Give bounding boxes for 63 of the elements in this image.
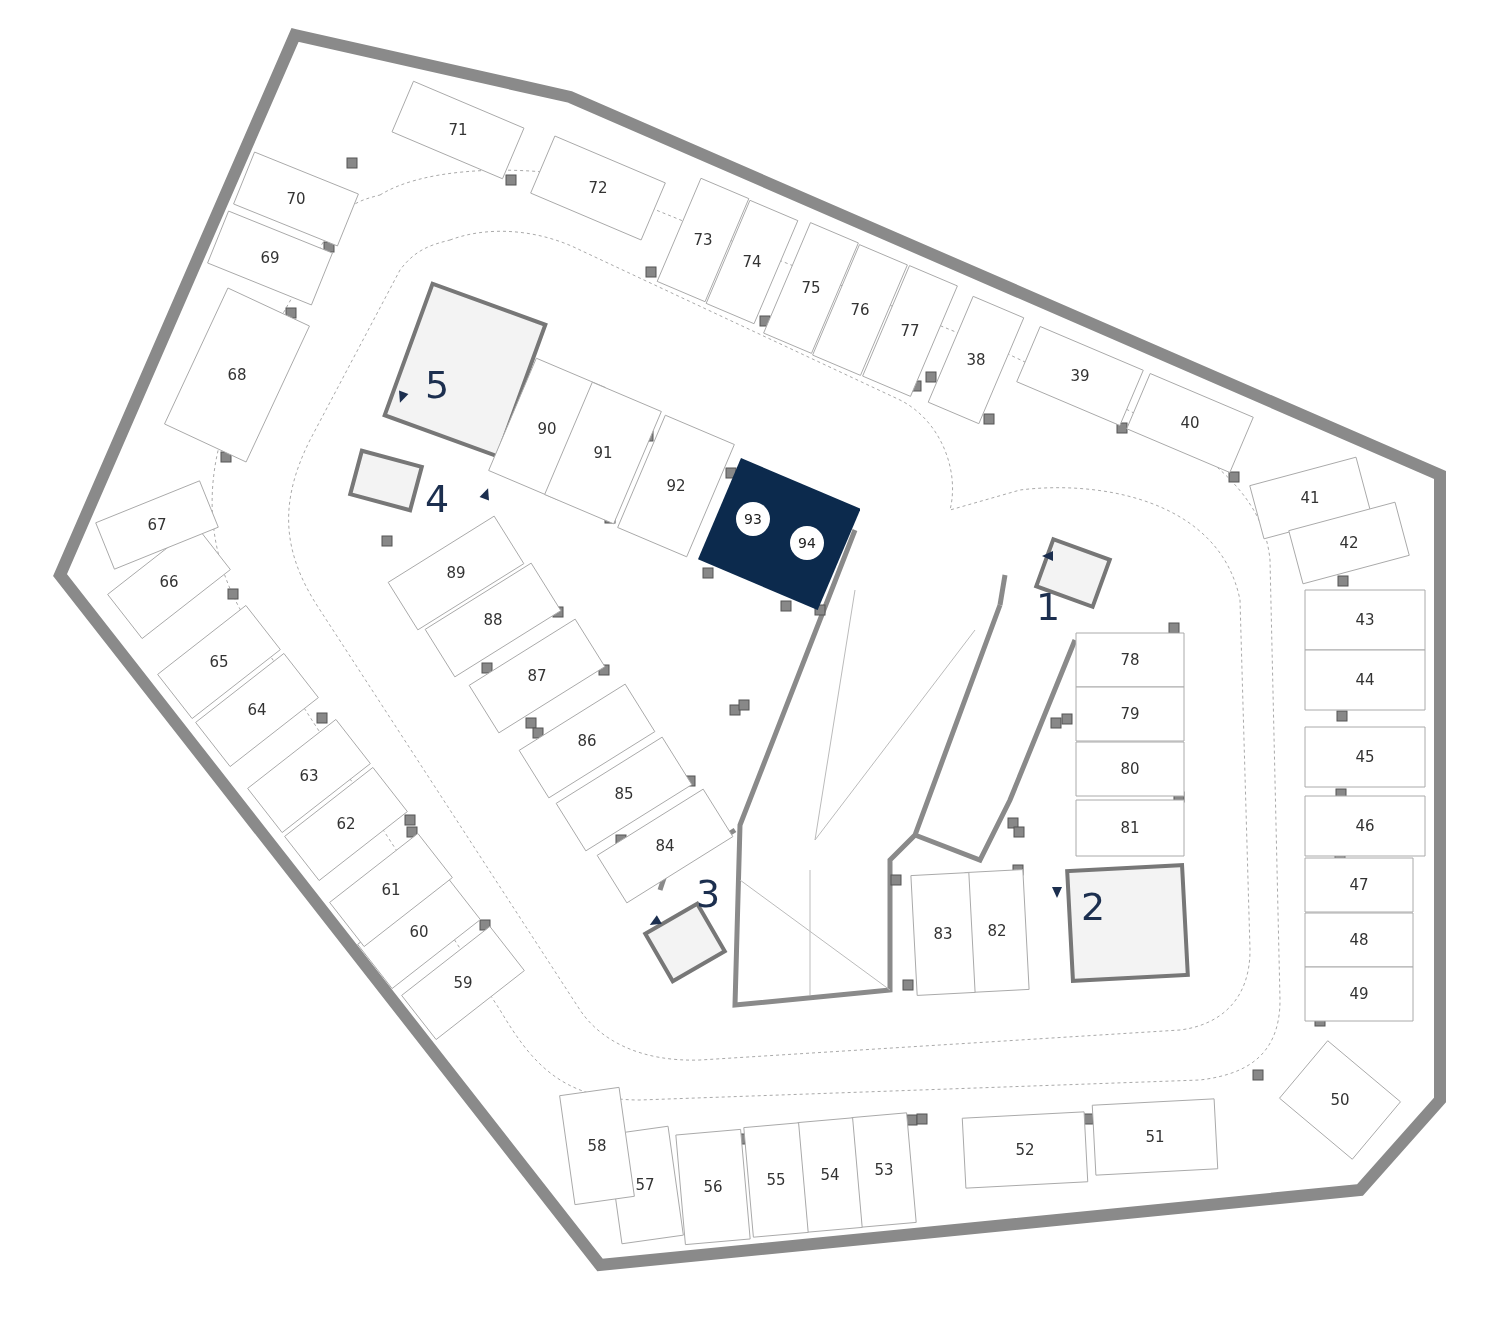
space-number: 89 xyxy=(446,564,466,582)
space-number: 86 xyxy=(577,732,597,750)
stair-core-number: 4 xyxy=(425,480,450,518)
space-number: 92 xyxy=(666,477,686,495)
stair-core-number: 2 xyxy=(1081,888,1106,926)
space-number: 78 xyxy=(1120,651,1140,669)
space-number: 91 xyxy=(593,444,613,462)
space-number: 68 xyxy=(227,366,247,384)
space-number: 79 xyxy=(1120,705,1140,723)
space-number: 65 xyxy=(209,653,229,671)
space-number: 58 xyxy=(587,1137,607,1155)
space-number: 43 xyxy=(1355,611,1375,629)
space-number: 81 xyxy=(1120,819,1140,837)
space-number: 63 xyxy=(299,767,319,785)
stair-core-number: 5 xyxy=(425,366,450,404)
space-number: 39 xyxy=(1070,367,1090,385)
space-number: 48 xyxy=(1349,931,1369,949)
space-number: 71 xyxy=(448,121,468,139)
space-number: 69 xyxy=(260,249,280,267)
space-number: 59 xyxy=(453,974,473,992)
space-number: 60 xyxy=(409,923,429,941)
stair-core-number: 3 xyxy=(696,875,721,913)
space-number: 47 xyxy=(1349,876,1369,894)
space-number: 66 xyxy=(159,573,179,591)
space-number: 83 xyxy=(933,925,953,943)
space-number: 45 xyxy=(1355,748,1375,766)
space-number: 61 xyxy=(381,881,401,899)
space-number: 75 xyxy=(801,279,821,297)
space-number: 42 xyxy=(1339,534,1359,552)
space-number: 62 xyxy=(336,815,356,833)
space-number: 41 xyxy=(1300,489,1320,507)
space-number: 76 xyxy=(850,301,870,319)
space-number: 73 xyxy=(693,231,713,249)
space-number: 50 xyxy=(1330,1091,1350,1109)
space-number: 67 xyxy=(147,516,167,534)
space-number: 74 xyxy=(742,253,762,271)
space-number: 90 xyxy=(537,420,557,438)
space-number: 44 xyxy=(1355,671,1375,689)
space-number: 56 xyxy=(703,1178,723,1196)
space-number: 40 xyxy=(1180,414,1200,432)
stair-core-number: 1 xyxy=(1036,588,1061,626)
space-number: 52 xyxy=(1015,1141,1035,1159)
space-number: 77 xyxy=(900,322,920,340)
space-number: 85 xyxy=(614,785,634,803)
space-number: 82 xyxy=(987,922,1007,940)
space-number: 94 xyxy=(798,535,816,551)
space-number: 54 xyxy=(820,1166,840,1184)
space-number: 70 xyxy=(286,190,306,208)
space-number: 55 xyxy=(766,1171,786,1189)
space-number: 53 xyxy=(874,1161,894,1179)
space-number: 46 xyxy=(1355,817,1375,835)
space-number: 93 xyxy=(744,511,762,527)
space-number: 88 xyxy=(483,611,503,629)
space-number: 87 xyxy=(527,667,547,685)
space-number: 49 xyxy=(1349,985,1369,1003)
space-number: 84 xyxy=(655,837,675,855)
space-number: 57 xyxy=(635,1176,655,1194)
space-number: 64 xyxy=(247,701,267,719)
space-number: 80 xyxy=(1120,760,1140,778)
space-number: 72 xyxy=(588,179,608,197)
space-number: 38 xyxy=(966,351,986,369)
space-number: 51 xyxy=(1145,1128,1165,1146)
highlighted-block xyxy=(697,457,861,610)
